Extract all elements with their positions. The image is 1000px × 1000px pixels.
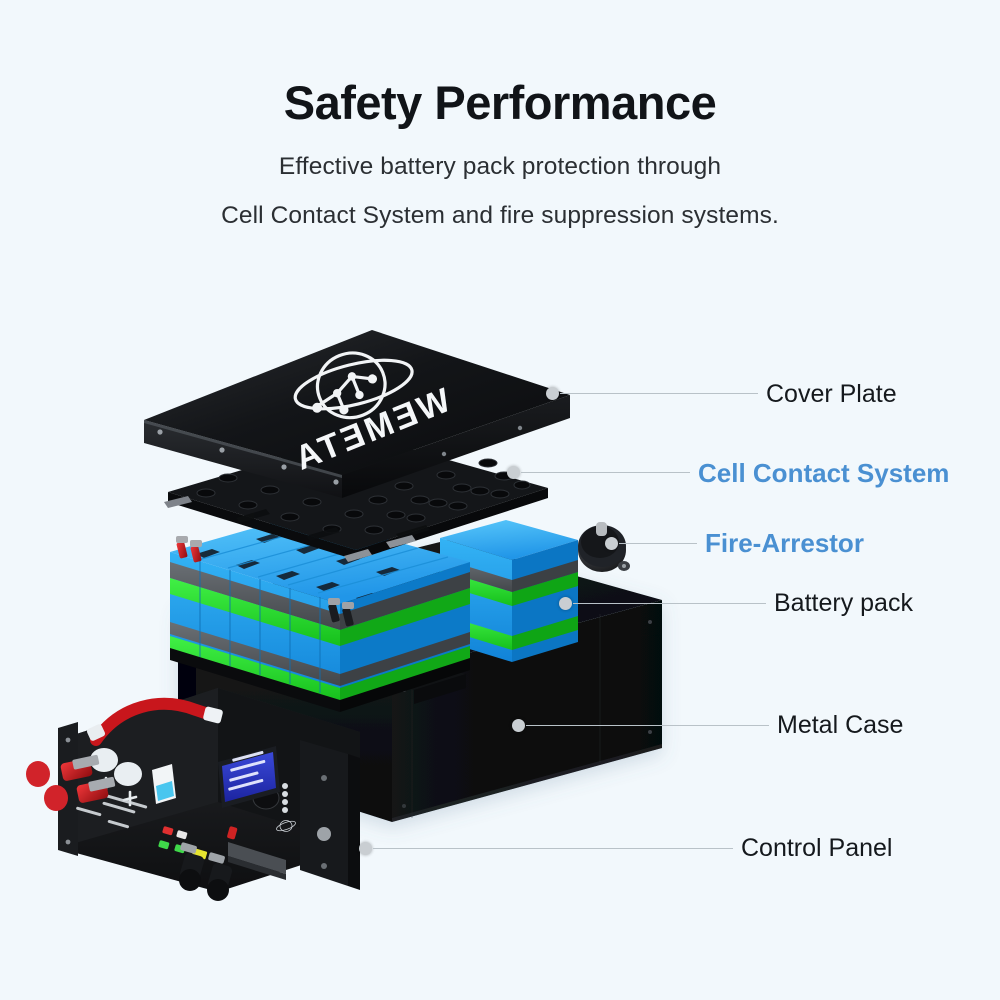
callout-dot-cell-contact-system: [507, 466, 520, 479]
battery-terminal-negative: [328, 598, 354, 627]
page-title: Safety Performance: [283, 76, 717, 129]
callout-label-fire-arrestor: Fire-Arrestor: [705, 528, 864, 558]
callout-line-control-panel: [373, 848, 733, 849]
subtitle-line-2: Cell Contact System and fire suppression…: [221, 202, 779, 230]
battery-terminal-red: [26, 754, 116, 811]
header: Safety Performance Effective battery pac…: [0, 0, 1000, 230]
callout-line-cover-plate: [560, 393, 758, 394]
callout-dot-control-panel: [359, 842, 372, 855]
callout-label-metal-case: Metal Case: [777, 711, 904, 739]
callout-line-battery-pack: [573, 603, 766, 604]
callout-dot-battery-pack: [559, 597, 572, 610]
callout-line-cell-contact-system: [521, 472, 690, 473]
panel-connectors: [179, 842, 233, 901]
callout-dot-metal-case: [512, 719, 525, 732]
callout-dot-cover-plate: [546, 387, 559, 400]
callout-label-cover-plate: Cover Plate: [766, 380, 897, 408]
cover-plate-part: WEMETA: [144, 330, 570, 498]
callout-label-cell-contact-system: Cell Contact System: [698, 458, 950, 488]
battery-terminal-positive: [176, 536, 202, 563]
exploded-view-diagram: WEMETA: [0, 270, 1000, 1000]
callout-dot-fire-arrestor: [605, 537, 618, 550]
subtitle-line-1: Effective battery pack protection throug…: [278, 153, 722, 181]
control-panel-part: [26, 688, 360, 901]
lcd-display: [218, 746, 288, 813]
callout-line-metal-case: [526, 725, 769, 726]
callout-label-battery-pack: Battery pack: [774, 589, 913, 617]
battery-pack-part: [170, 515, 578, 712]
product-render: WEMETA: [0, 270, 1000, 1000]
fire-arrestor-part: [578, 522, 630, 572]
callout-line-fire-arrestor: [619, 543, 697, 544]
battery-module-main: [170, 515, 470, 712]
callout-label-control-panel: Control Panel: [741, 834, 893, 862]
